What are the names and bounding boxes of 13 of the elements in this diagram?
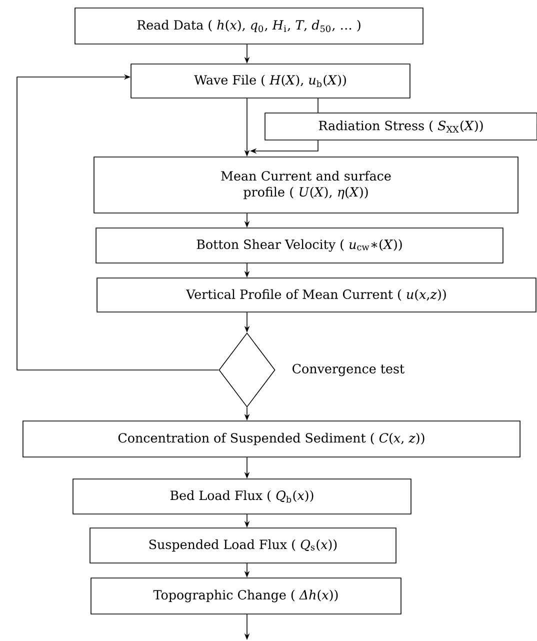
decision-diamond [218, 332, 276, 408]
process-box: Radiation Stress ( S$_{XX}$(X)) [264, 112, 537, 140]
arrow [16, 74, 219, 370]
process-box: Suspended Load Flux ( Q$_{s}$(x)) [90, 528, 396, 564]
process-box: Botton Shear Velocity ( u$_{cw}$∗(X)) [96, 228, 504, 264]
process-box: Vertical Profile of Mean Current ( u(x,z)) [96, 278, 536, 312]
process-box: Bed Load Flux ( Q$_{b}$(x)) [72, 478, 412, 514]
process-box: Mean Current and surface profile ( U(X), η(X)) [94, 156, 518, 214]
process-box: Read Data ( h(x), q$_{0}$, H$_{i}$, T, d$_{50}$, … ) [74, 8, 424, 44]
process-box: Wave File ( H(X), u$_{b}$(X)) [130, 64, 410, 98]
node-caption: Convergence test [292, 364, 404, 376]
process-box: Concentration of Suspended Sediment ( C(x, z)) [22, 420, 520, 458]
process-box: Topographic Change ( Δh(x)) [90, 578, 402, 614]
